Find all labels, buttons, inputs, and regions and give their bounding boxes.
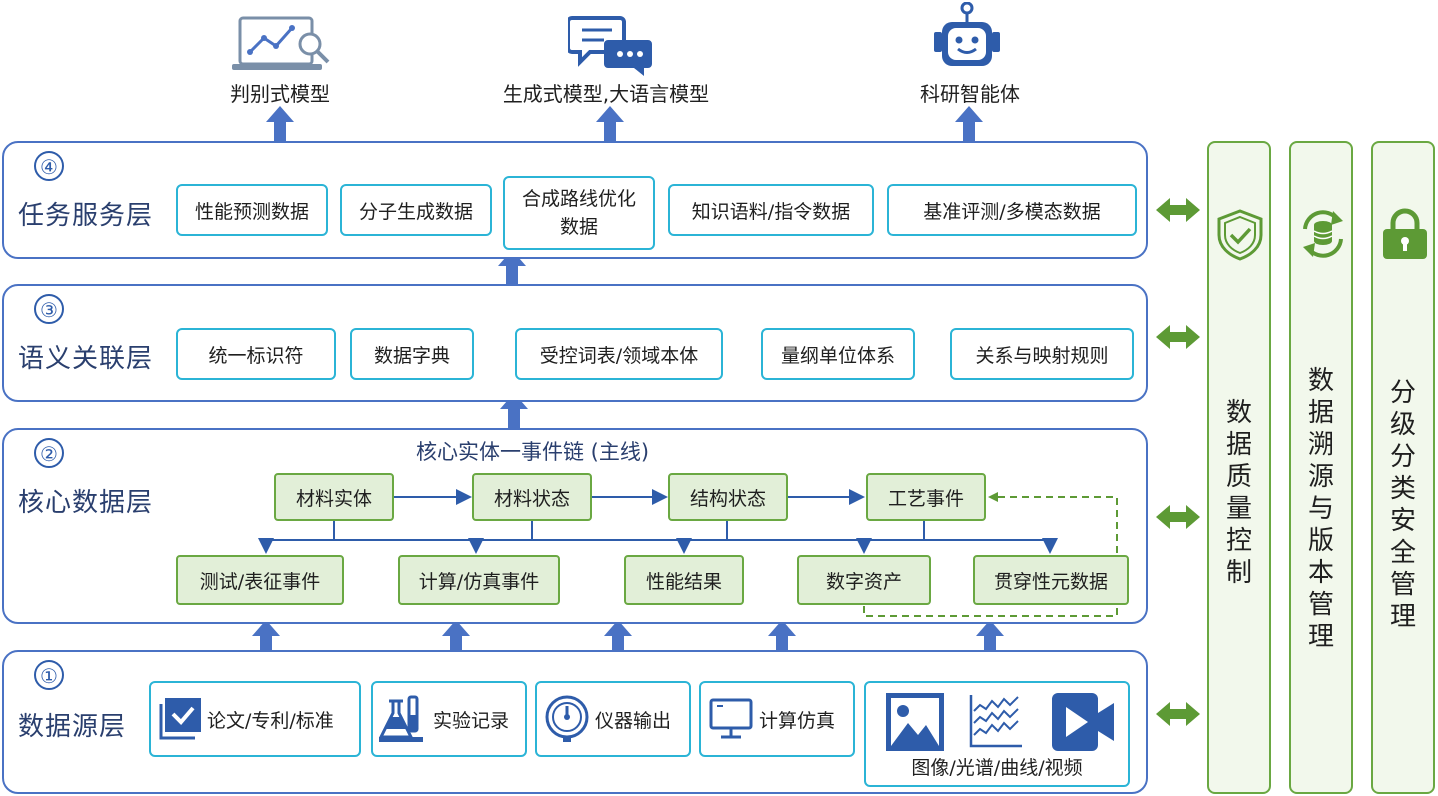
source-label: 仪器输出 — [595, 709, 672, 732]
laptop-chart-magnifier-icon — [232, 14, 332, 76]
chain-process-event: 工艺事件 — [866, 473, 986, 521]
source-lab-records: 实验记录 — [371, 681, 527, 757]
document-check-icon — [159, 698, 203, 740]
chat-bubbles-icon — [568, 14, 656, 76]
source-instrument-output: 仪器输出 — [535, 681, 691, 757]
panel-label: 数据溯源与版本管理 — [1307, 366, 1334, 652]
image-icon — [886, 693, 944, 751]
source-papers-patents: 论文/专利/标准 — [149, 681, 361, 757]
panel-label: 分级分类安全管理 — [1389, 378, 1416, 632]
event-computation-simulation: 计算/仿真事件 — [398, 555, 560, 605]
panel-provenance-version: 数据溯源与版本管理 — [1289, 141, 1353, 794]
shield-check-icon — [1215, 209, 1265, 261]
item-synthesis-route: 合成路线优化数据 — [503, 176, 655, 250]
event-cross-cutting-metadata: 贯穿性元数据 — [973, 555, 1129, 605]
panel-data-quality: 数据质量控制 — [1207, 141, 1271, 794]
source-label: 实验记录 — [433, 709, 510, 732]
source-label: 论文/专利/标准 — [207, 709, 334, 732]
chain-structure-state: 结构状态 — [668, 473, 788, 521]
robot-icon — [932, 2, 1002, 76]
lock-icon — [1381, 207, 1429, 261]
monitor-icon — [709, 698, 755, 740]
layer-title: 任务服务层 — [18, 201, 154, 231]
event-test-characterization: 测试/表征事件 — [176, 555, 344, 605]
panel-label: 数据质量控制 — [1225, 398, 1252, 588]
item-performance-prediction: 性能预测数据 — [176, 184, 328, 236]
item-data-dictionary: 数据字典 — [350, 328, 474, 380]
output-generative-llm: 生成式模型,大语言模型 — [502, 82, 710, 106]
item-benchmark-multimodal: 基准评测/多模态数据 — [887, 184, 1137, 236]
item-controlled-vocabulary: 受控词表/领域本体 — [515, 328, 723, 380]
output-research-agent: 科研智能体 — [920, 82, 1020, 106]
event-digital-asset: 数字资产 — [797, 555, 931, 605]
layer-number: ③ — [34, 294, 64, 324]
item-unit-system: 量纲单位体系 — [761, 328, 915, 380]
gauge-icon — [543, 695, 591, 743]
layer-title: 核心数据层 — [18, 488, 154, 518]
lab-flask-icon — [378, 695, 429, 743]
output-discriminative-model: 判别式模型 — [230, 82, 330, 106]
source-multimedia: 图像/光谱/曲线/视频 — [864, 681, 1130, 787]
spectrum-icon — [968, 695, 1022, 749]
chain-material-state: 材料状态 — [472, 473, 592, 521]
source-label: 图像/光谱/曲线/视频 — [911, 757, 1083, 779]
database-sync-icon — [1297, 207, 1349, 261]
item-molecule-generation: 分子生成数据 — [340, 184, 492, 236]
layer-number: ② — [34, 438, 64, 468]
core-chain-subtitle: 核心实体一事件链 (主线) — [416, 440, 650, 464]
chain-material-entity: 材料实体 — [274, 473, 394, 521]
item-relation-mapping: 关系与映射规则 — [950, 328, 1134, 380]
layer-number: ① — [34, 660, 64, 690]
panel-security-classification: 分级分类安全管理 — [1371, 141, 1435, 794]
source-label: 计算仿真 — [759, 709, 836, 732]
item-unified-identifier: 统一标识符 — [176, 328, 336, 380]
layer-title: 语义关联层 — [18, 344, 154, 374]
event-performance-result: 性能结果 — [624, 555, 744, 605]
layer-number: ④ — [34, 151, 64, 181]
source-computation-simulation: 计算仿真 — [699, 681, 855, 757]
video-icon — [1052, 693, 1114, 751]
item-knowledge-corpus: 知识语料/指令数据 — [668, 184, 874, 236]
layer-title: 数据源层 — [18, 712, 127, 742]
